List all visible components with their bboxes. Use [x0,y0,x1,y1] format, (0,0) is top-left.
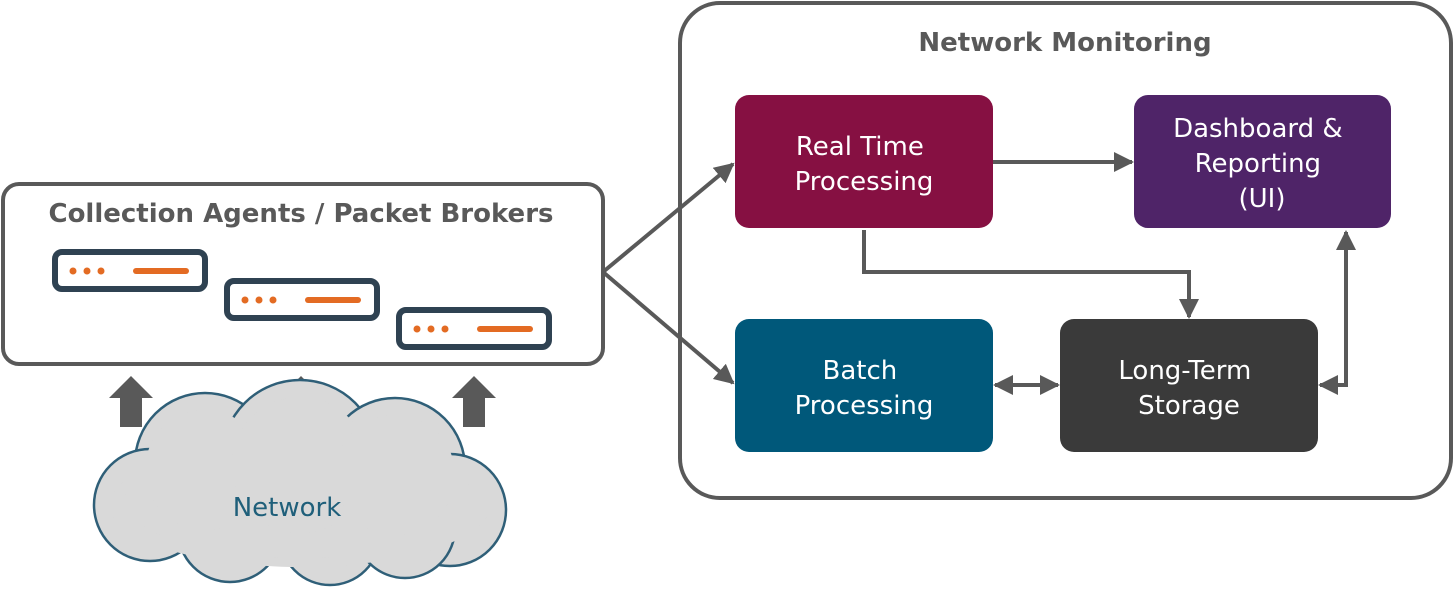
svg-text:Batch Processing: Batch Processing [795,356,934,421]
node-label-line: Long-Term [1118,356,1251,386]
svg-text:Long-Term Storage: Long-Term Storage [1118,356,1259,421]
svg-text:Real Time Processing: Real Time Processing [795,132,934,197]
storage-dashboard-bidirectional-arrow [1318,230,1356,395]
node-label-line: Reporting [1195,149,1321,179]
network-monitoring-title: Network Monitoring [918,28,1211,58]
network-label: Network [233,493,342,523]
node-label-line: Storage [1138,391,1240,421]
node-batch-processing: Batch Processing [735,319,993,452]
collection-to-batch-arrow [601,270,735,385]
up-arrow-icon [452,376,496,427]
collection-agents-group: Collection Agents / Packet Brokers [1,182,605,366]
svg-text:Dashboard & Reporting: Dashboard & Reporting (UI) [1173,114,1351,214]
network-cloud: Network [92,378,508,587]
collection-agents-title: Collection Agents / Packet Brokers [48,199,553,229]
packet-broker-device-icon [224,278,380,321]
node-label-line: Dashboard & [1173,114,1343,144]
node-label-line: Processing [795,167,934,197]
node-box [735,319,993,452]
connectors [601,152,1356,395]
node-label-line: Real Time [796,132,924,162]
up-arrow-icon [109,376,153,427]
node-label-line: Processing [795,391,934,421]
packet-broker-device-icon [52,249,208,292]
node-real-time-processing: Real Time Processing [735,95,993,228]
node-box [735,95,993,228]
node-box [1134,95,1391,228]
collection-to-realtime-arrow [601,162,735,274]
node-dashboard-reporting: Dashboard & Reporting (UI) [1134,95,1391,228]
node-long-term-storage: Long-Term Storage [1060,319,1318,452]
realtime-to-storage-arrow [862,230,1199,319]
node-label-line: Batch [822,356,897,386]
node-label-line: (UI) [1239,184,1286,214]
node-box [1060,319,1318,452]
packet-broker-device-icon [396,307,552,350]
